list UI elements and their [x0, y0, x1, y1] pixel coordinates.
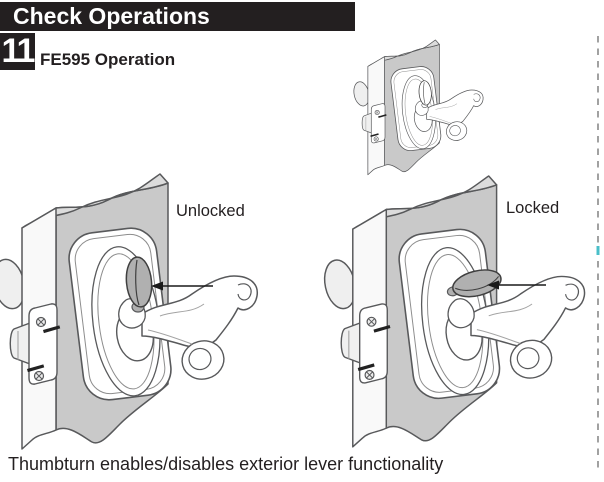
locked-label: Locked: [506, 199, 560, 217]
arrow-to-unlocked-thumbturn: [151, 281, 213, 291]
cut-line-mark: [596, 246, 600, 255]
cut-line: [596, 36, 600, 471]
page-title: Check Operations: [13, 3, 210, 29]
step-number-badge: 11: [0, 33, 35, 70]
step-number: 11: [1, 32, 36, 70]
section-header-bar: Check Operations: [0, 2, 355, 31]
small-lock-illustration: [351, 39, 484, 176]
figure-caption: Thumbturn enables/disables exterior leve…: [8, 454, 444, 474]
arrow-to-locked-thumbturn: [487, 280, 546, 290]
unlocked-label: Unlocked: [176, 202, 245, 220]
step-title: FE595 Operation: [40, 50, 176, 69]
